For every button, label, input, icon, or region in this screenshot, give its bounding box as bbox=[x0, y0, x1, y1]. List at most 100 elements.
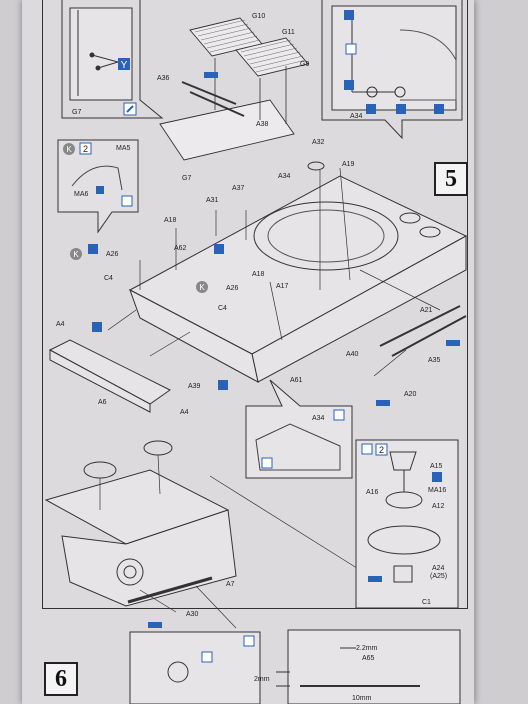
bottom-view-left bbox=[129, 631, 261, 704]
label-a19: A19 bbox=[342, 161, 355, 168]
callout-g7-underside bbox=[61, 0, 164, 119]
label-a26-b: A26 bbox=[226, 285, 239, 292]
hull-hatches bbox=[307, 161, 441, 238]
label-a24: A24 bbox=[432, 565, 445, 572]
label-ma6: MA6 bbox=[74, 191, 89, 198]
paint-icon bbox=[123, 102, 137, 116]
label-c1: C1 bbox=[422, 599, 431, 606]
blue-glue-icon-rear bbox=[148, 622, 162, 628]
label-a18-b: A18 bbox=[252, 271, 265, 278]
rear-hull bbox=[44, 469, 237, 607]
grille-icon-detail bbox=[261, 457, 273, 469]
label-a40: A40 bbox=[346, 351, 359, 358]
label-a21: A21 bbox=[420, 307, 433, 314]
label-c4-a: C4 bbox=[104, 275, 113, 282]
label-a37: A37 bbox=[232, 185, 245, 192]
rear-exhaust-mount bbox=[116, 558, 144, 586]
rear-exhaust-inner bbox=[123, 565, 137, 579]
rear-hatch-b bbox=[143, 440, 173, 456]
qty-box-a bbox=[79, 142, 92, 155]
label-g9: G9 bbox=[300, 61, 309, 68]
paint-icon-ma bbox=[121, 195, 133, 207]
drop-icon-ma bbox=[96, 186, 104, 194]
grille-icon-bottom bbox=[201, 651, 213, 663]
blue-part-icon-ma16 bbox=[432, 472, 442, 482]
tow-bar-a7 bbox=[127, 576, 213, 604]
k-letter-c: K bbox=[199, 283, 205, 292]
grille-icon-a bbox=[345, 43, 357, 55]
label-a25: (A25) bbox=[430, 573, 447, 580]
page-frame bbox=[42, 0, 468, 609]
callout-a34-underside bbox=[321, 0, 463, 140]
k-marker-c bbox=[196, 281, 208, 293]
hull-upper bbox=[128, 175, 468, 383]
step-number-6: 6 bbox=[44, 662, 78, 696]
step-number-5: 5 bbox=[434, 162, 468, 196]
callout-a34-detail bbox=[245, 379, 353, 479]
qty-number-a: 2 bbox=[83, 144, 88, 154]
step5-blue-icons bbox=[88, 244, 460, 406]
label-g11: G11 bbox=[282, 29, 295, 36]
label-g10: G10 bbox=[252, 13, 265, 20]
bottom-view-right bbox=[276, 629, 461, 704]
grille-mesh-lines bbox=[194, 19, 307, 73]
label-a34-main: A34 bbox=[278, 173, 291, 180]
glue-icons-row bbox=[366, 104, 444, 114]
label-dim-10mm: 10mm bbox=[352, 695, 372, 702]
label-a4-b: A4 bbox=[180, 409, 189, 416]
blue-glue-icon-exhaust bbox=[368, 576, 382, 582]
front-plate bbox=[48, 339, 171, 413]
k-letter-a: K bbox=[66, 145, 72, 154]
k-marker-a bbox=[63, 143, 75, 155]
rear-leader-lines bbox=[99, 454, 361, 629]
label-a16: A16 bbox=[366, 489, 379, 496]
paint-icon-exhaust bbox=[361, 443, 373, 455]
qty-box-b bbox=[375, 443, 388, 456]
label-dim-2-2mm: 2.2mm bbox=[356, 645, 378, 652]
qty-number-b: 2 bbox=[379, 445, 384, 455]
label-a4-a: A4 bbox=[56, 321, 65, 328]
label-dim-2mm: 2mm bbox=[254, 676, 270, 683]
tow-cables bbox=[379, 305, 467, 357]
k-letter-b: K bbox=[73, 250, 79, 259]
label-a34-top: A34 bbox=[350, 113, 363, 120]
grille-assembly bbox=[159, 17, 309, 161]
blue-glue-icon-grille bbox=[204, 72, 218, 78]
blue-part-icon-b bbox=[344, 80, 354, 90]
k-marker-b bbox=[70, 248, 82, 260]
label-g7-top: G7 bbox=[182, 175, 191, 182]
label-a15: A15 bbox=[430, 463, 443, 470]
callout-exhaust-detail bbox=[355, 439, 459, 609]
label-a20: A20 bbox=[404, 391, 417, 398]
turret-ring bbox=[253, 201, 399, 271]
label-ma5: MA5 bbox=[116, 145, 131, 152]
label-ma16: MA16 bbox=[428, 487, 446, 494]
svg-text:Y: Y bbox=[121, 60, 128, 71]
label-a12: A12 bbox=[432, 503, 445, 510]
label-a32: A32 bbox=[312, 139, 325, 146]
paint-icon-detail bbox=[333, 409, 345, 421]
label-a31: A31 bbox=[206, 197, 219, 204]
bars-a36-a38 bbox=[181, 81, 245, 117]
label-a39: A39 bbox=[188, 383, 201, 390]
label-a30: A30 bbox=[186, 611, 199, 618]
paint-icon-bottom bbox=[243, 635, 255, 647]
turret-ring-inner bbox=[267, 209, 385, 263]
label-a6: A6 bbox=[98, 399, 107, 406]
label-a17: A17 bbox=[276, 283, 289, 290]
label-a36: A36 bbox=[157, 75, 170, 82]
blue-glue-icon: Y bbox=[118, 58, 130, 71]
label-a38: A38 bbox=[256, 121, 269, 128]
label-c4-b: C4 bbox=[218, 305, 227, 312]
label-a35: A35 bbox=[428, 357, 441, 364]
label-a7: A7 bbox=[226, 581, 235, 588]
label-a34-detail: A34 bbox=[312, 415, 325, 422]
rear-hatch-a bbox=[83, 461, 117, 479]
label-g7-left: G7 bbox=[72, 109, 81, 116]
blue-part-icon-a bbox=[344, 10, 354, 20]
step5-leader-lines bbox=[107, 167, 441, 377]
label-a62: A62 bbox=[174, 245, 187, 252]
label-a65: A65 bbox=[362, 655, 375, 662]
label-a26-a: A26 bbox=[106, 251, 119, 258]
